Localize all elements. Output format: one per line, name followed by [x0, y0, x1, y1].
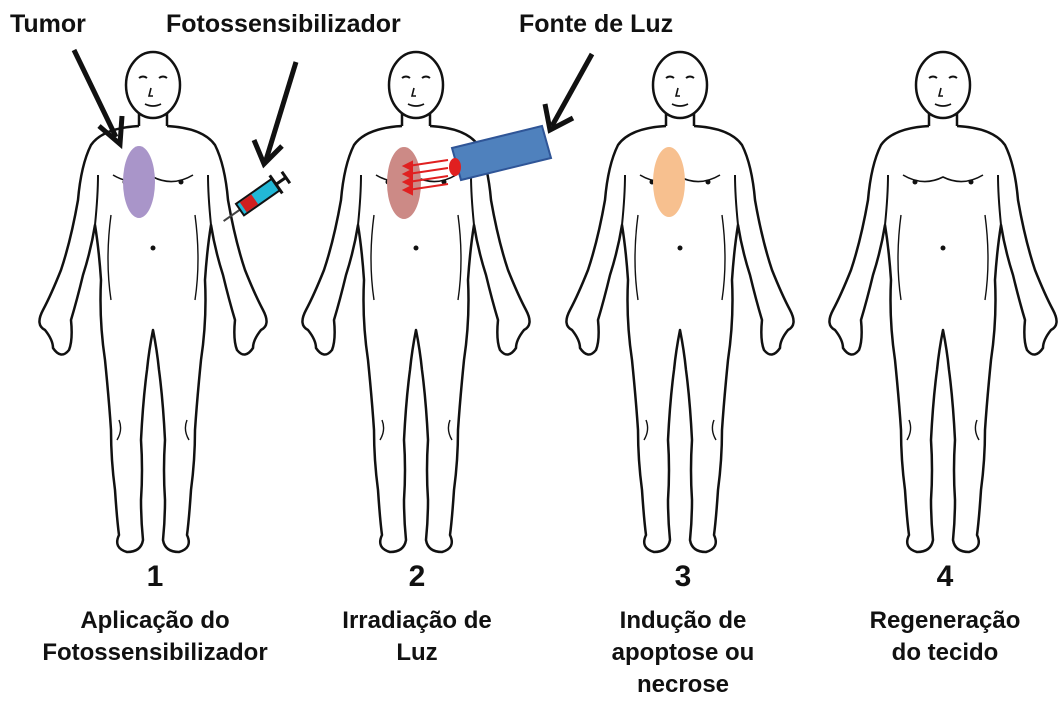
step-number-2: 2	[408, 560, 426, 593]
step-number-1: 1	[146, 560, 164, 593]
caption-step-2-line-1: Irradiação de	[342, 607, 492, 634]
caption-step-1-line-1: Aplicação do	[80, 607, 230, 634]
caption-step-3-line-1: Indução de	[619, 607, 747, 634]
caption-step-2: Irradiação de Luz	[287, 605, 547, 669]
caption-step-2-line-2: Luz	[396, 639, 438, 666]
body-figure-2	[301, 50, 553, 554]
tumor-step-1	[123, 146, 155, 218]
caption-step-1: Aplicação do Fotossensibilizador	[25, 605, 285, 669]
caption-step-4: Regeneração do tecido	[815, 605, 1063, 669]
arrow-photosensitizer	[251, 61, 299, 169]
arrow-tumor	[71, 48, 125, 150]
step-number-3: 3	[674, 560, 692, 593]
label-tumor: Tumor	[10, 10, 86, 38]
light-rays	[401, 159, 449, 196]
label-light-source: Fonte de Luz	[519, 10, 674, 38]
step-number-4: 4	[936, 560, 954, 593]
tumor-step-3	[653, 147, 685, 217]
caption-step-3: Indução de apoptose ou necrose	[553, 605, 813, 701]
syringe-icon	[223, 170, 292, 222]
flashlight-icon	[449, 124, 553, 182]
caption-step-4-line-2: do tecido	[891, 639, 999, 666]
body-figure-3	[565, 50, 795, 554]
body-figure-1	[38, 50, 268, 554]
caption-step-4-line-1: Regeneração	[869, 607, 1021, 634]
caption-step-3-line-2: apoptose ou	[611, 639, 755, 666]
caption-step-1-line-2: Fotossensibilizador	[42, 639, 268, 666]
label-photosensitizer: Fotossensibilizador	[166, 10, 401, 38]
caption-step-3-line-3: necrose	[636, 671, 730, 698]
arrow-light-source	[542, 52, 595, 134]
body-figure-4	[828, 50, 1058, 554]
